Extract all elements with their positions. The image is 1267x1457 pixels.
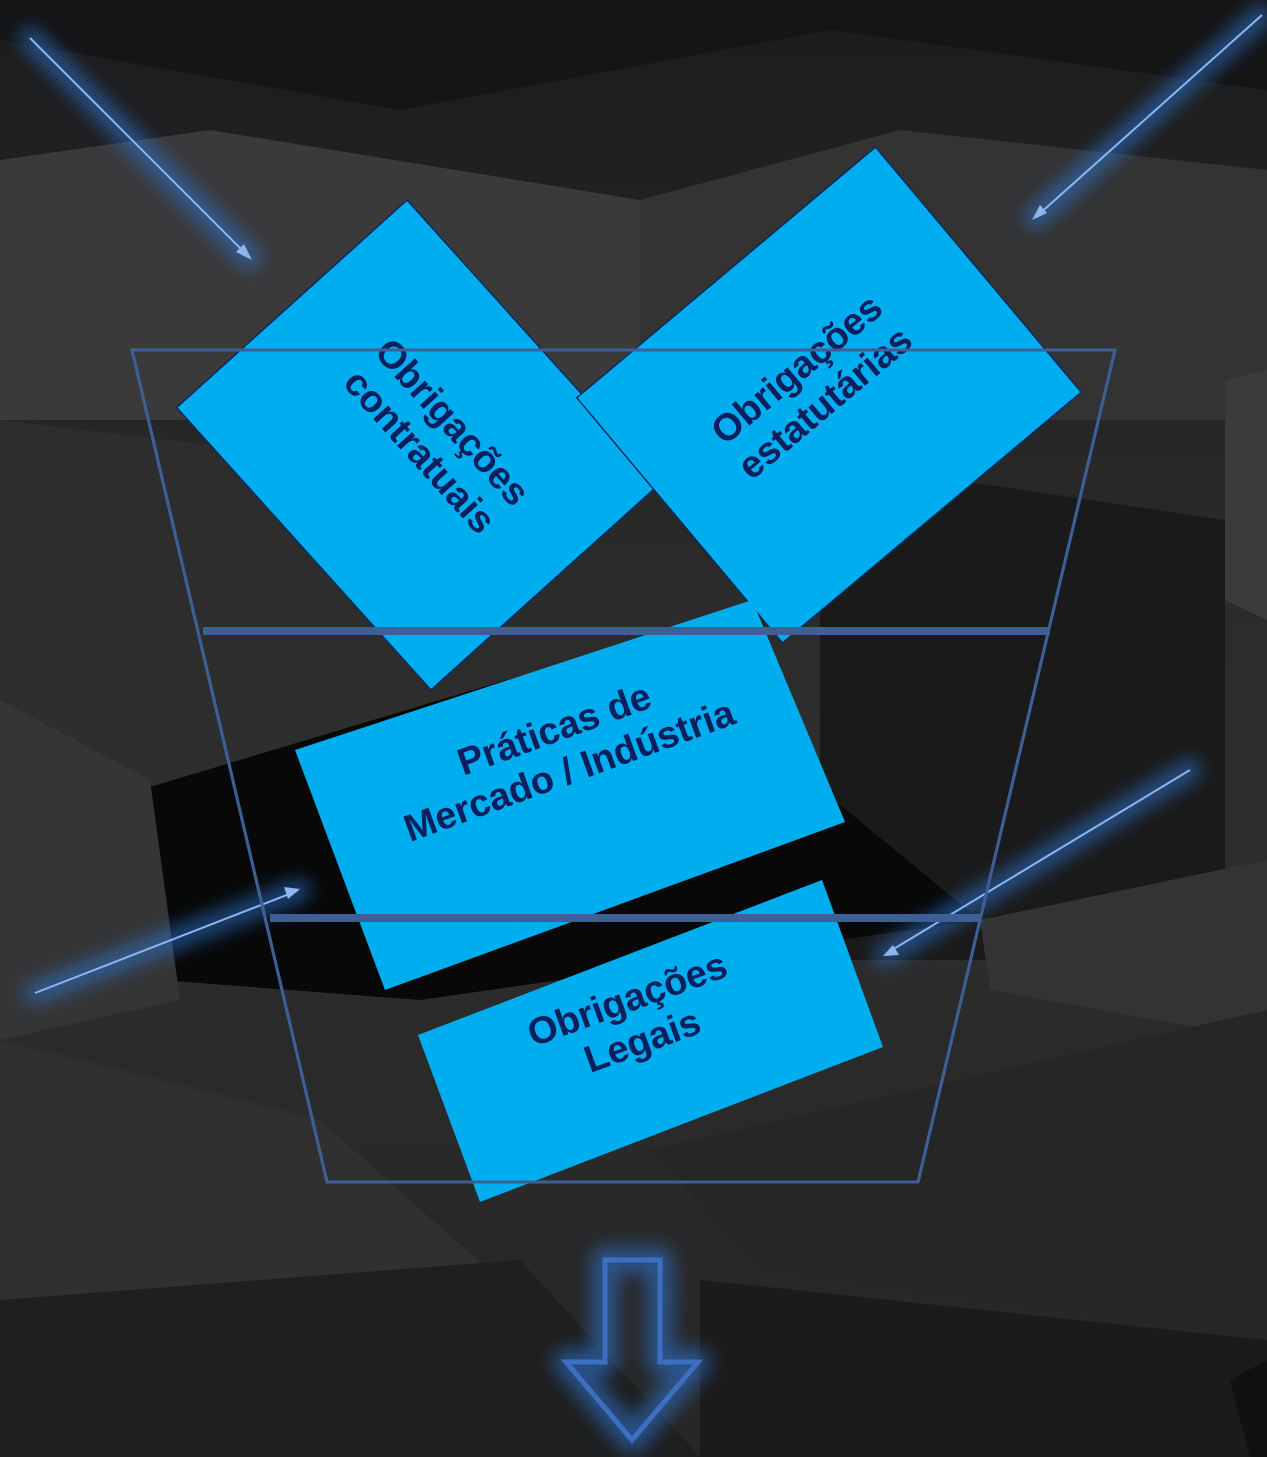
card-obrigacoes-estatutarias: Obrigações estatutárias <box>575 146 1083 644</box>
arrow-icon-top-left <box>19 27 261 269</box>
arrow-icon-left <box>24 879 311 1004</box>
input-arrows <box>19 4 1267 1004</box>
funnel-front <box>130 348 1117 1184</box>
card-praticas-mercado: Práticas de Mercado / Indústria <box>295 600 845 990</box>
card-obrigacoes-legais: Obrigações Legais <box>418 880 883 1202</box>
card-obrigacoes-contratuais: Obrigações contratuais <box>175 199 663 691</box>
arrow-icon-right <box>874 759 1201 966</box>
down-arrow-icon <box>553 1247 711 1453</box>
arrow-icon-top-right <box>1024 4 1267 229</box>
